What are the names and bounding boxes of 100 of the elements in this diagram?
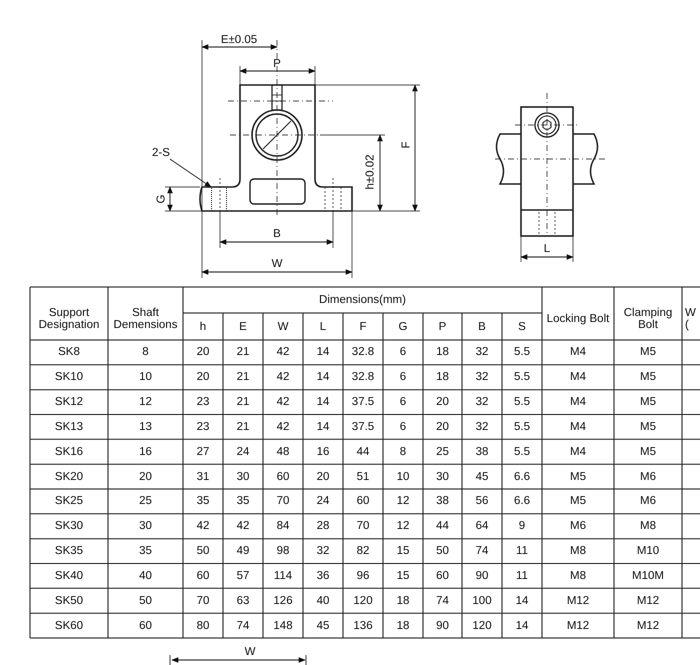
table-value: 6 [398,420,408,433]
table-value: 21 [236,420,250,433]
table-value: 74 [474,545,490,558]
dimension-label: h±0.02 [365,154,377,190]
table-value: M12 [636,620,660,632]
table-value: 12 [396,520,410,532]
table-value: 14 [316,371,330,384]
table-value: 32 [474,420,490,433]
table-value: 42 [196,520,210,532]
table-value: 70 [276,495,290,508]
table-value: 100 [471,594,493,607]
table-value: 24 [236,446,250,458]
table-value: 28 [316,520,330,532]
table-value: M4 [569,346,587,358]
table-value: 20 [138,470,153,483]
table-value: 90 [474,570,490,582]
table-value: 84 [276,520,290,532]
model-number: SK12 [54,396,84,408]
table-value: M8 [639,520,657,532]
table-value: M6 [639,470,657,483]
table-value: 82 [356,545,370,558]
model-number: SK60 [54,620,84,632]
table-value: 18 [396,620,410,632]
table-value: 38 [435,495,450,508]
column-header: Locking Bolt [546,312,610,324]
table-value: 5.5 [513,446,531,458]
table-value: 27 [196,446,210,458]
table-value: 37.5 [350,396,376,408]
table-value: M8 [569,545,587,558]
table-value: 70 [196,594,210,607]
column-header: W [276,320,290,332]
table-value: 14 [316,396,330,408]
table-value: 42 [276,346,290,358]
table-value: M5 [639,346,657,358]
table-value: 50 [435,545,450,558]
table-value: 12 [138,396,153,408]
table-value: 74 [435,594,450,607]
column-header: W ( [685,306,697,330]
table-value: M4 [569,446,587,458]
table-value: 50 [196,545,210,558]
dimension-label: L [544,243,550,255]
table-value: 16 [316,446,330,458]
table-value: 42 [276,420,290,433]
table-value: 80 [196,620,210,632]
table-value: 23 [196,420,210,433]
dimension-label: E±0.05 [220,34,258,46]
table-value: 6.6 [513,495,531,508]
table-value: 25 [138,495,153,508]
table-value: 20 [435,420,450,433]
model-number: SK10 [54,371,84,384]
table-value: 5.5 [513,420,531,433]
table-value: 35 [236,495,250,508]
table-value: M4 [569,420,587,433]
table-value: 20 [196,346,210,358]
table-value: 136 [352,620,374,632]
table-value: 6 [398,346,408,358]
table-value: M5 [639,396,657,408]
table-value: 32 [474,396,490,408]
model-number: SK40 [54,570,84,582]
table-value: 25 [435,446,450,458]
table-value: 15 [396,570,410,582]
table-value: 70 [356,520,370,532]
model-number: SK8 [57,346,81,358]
column-header: F [358,320,368,332]
table-value: 36 [316,570,330,582]
table-value: 44 [356,446,370,458]
callout-label: 2-S [152,147,170,159]
table-value: 60 [435,570,450,582]
table-value: M5 [639,420,657,433]
table-value: 35 [196,495,210,508]
column-header: G [398,320,408,332]
table-value: 148 [272,620,294,632]
table-value: M5 [639,371,657,384]
table-value: M5 [639,446,657,458]
table-value: 31 [196,470,210,483]
column-header: Clamping Bolt [622,306,674,330]
table-value: 10 [396,470,410,483]
table-value: 120 [471,620,493,632]
table-value: 42 [276,371,290,384]
model-number: SK30 [54,520,84,532]
table-value: 44 [435,520,450,532]
table-value: 20 [316,470,330,483]
table-value: M8 [569,570,587,582]
table-value: M5 [569,495,587,508]
column-header: h [198,320,208,332]
table-value: 32 [316,545,330,558]
table-value: M6 [639,495,657,508]
table-value: 6 [398,371,408,384]
table-value: 63 [236,594,250,607]
table-value: 37.5 [350,420,376,433]
model-number: SK25 [54,495,84,508]
table-value: 18 [396,594,410,607]
table-value: 42 [236,520,250,532]
table-value: 14 [316,346,330,358]
dimension-label: W [272,258,282,270]
dimension-label: W [244,646,256,658]
table-value: 60 [276,470,290,483]
table-value: 20 [196,371,210,384]
column-header: L [318,320,328,332]
table-value: 8 [398,446,408,458]
